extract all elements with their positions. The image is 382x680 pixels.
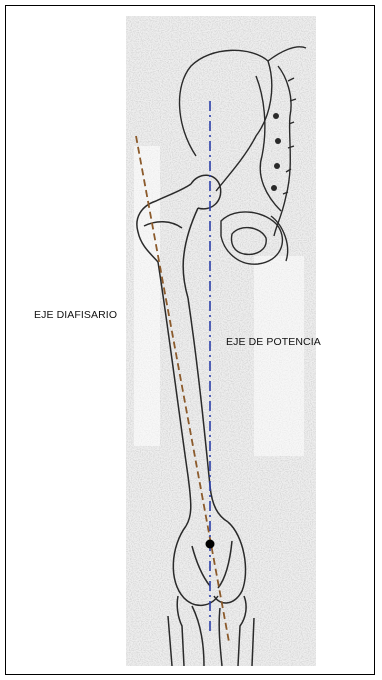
knee-center-dot: [206, 540, 215, 549]
power-axis-label: EJE DE POTENCIA: [226, 336, 321, 348]
figure-frame: EJE DIAFISARIO EJE DE POTENCIA: [5, 5, 375, 675]
shaft-axis-label: EJE DIAFISARIO: [34, 309, 117, 321]
